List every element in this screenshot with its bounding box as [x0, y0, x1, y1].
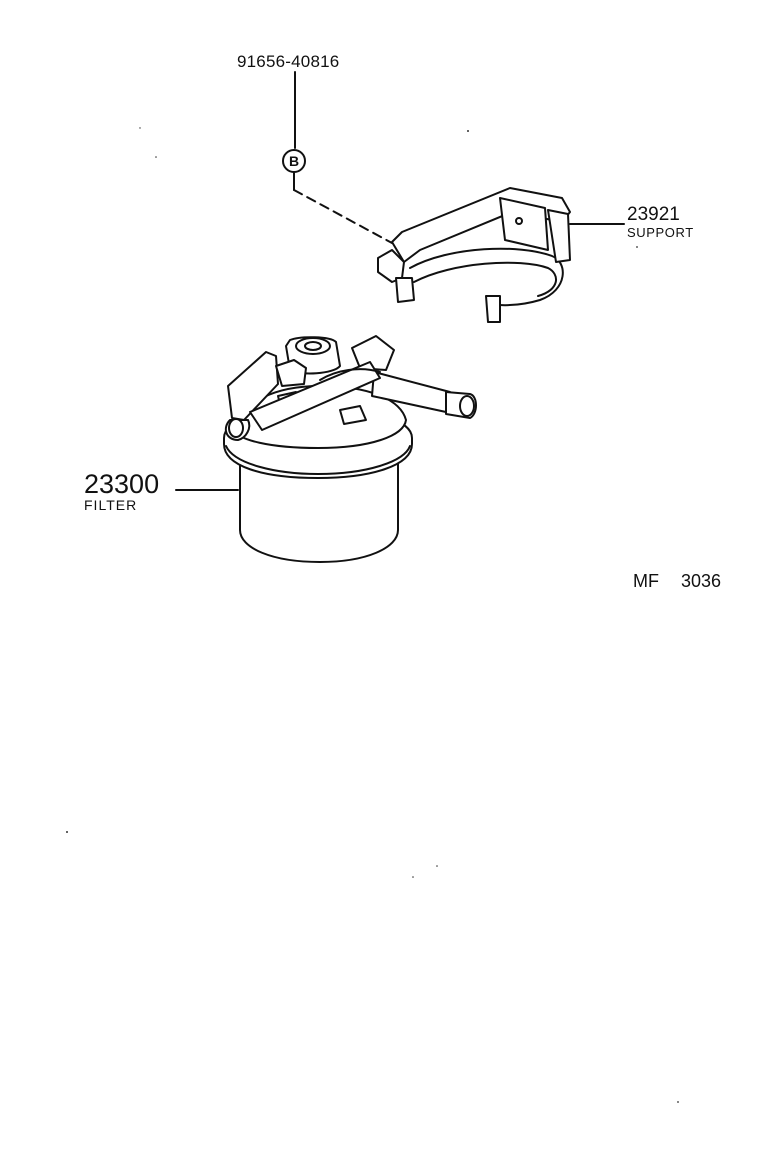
- filter-part-name: FILTER: [84, 497, 138, 513]
- support-bracket: [377, 187, 571, 323]
- bolt-part-number: 91656-40816: [237, 52, 340, 71]
- figure-code: MF 3036: [633, 571, 722, 591]
- scan-speckles: [66, 127, 679, 1103]
- fuel-filter: [223, 335, 477, 563]
- bolt-leader: [282, 71, 393, 244]
- support-part-name: SUPPORT: [627, 225, 694, 240]
- filter-part-number: 23300: [84, 469, 160, 499]
- bolt-callout-letter: B: [288, 153, 300, 169]
- support-part-number: 23921: [627, 204, 680, 225]
